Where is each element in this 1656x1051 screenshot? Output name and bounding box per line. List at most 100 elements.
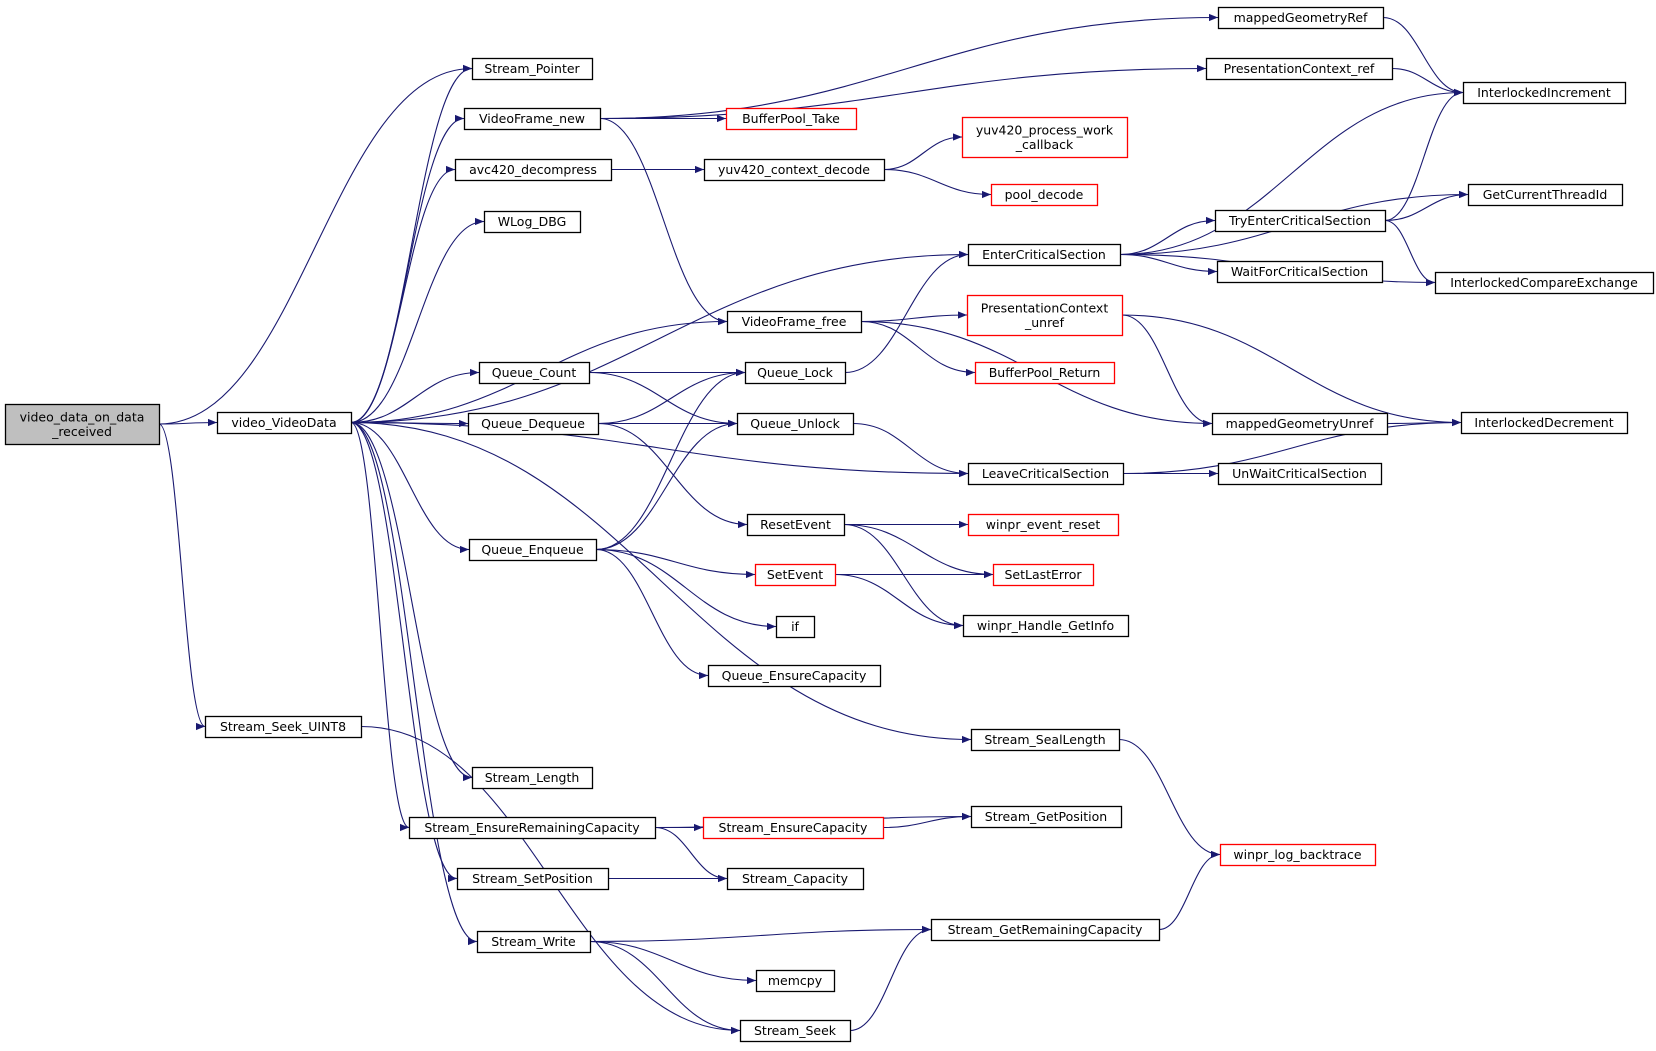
function-node-label: winpr_event_reset <box>986 517 1101 532</box>
function-node-label: Queue_Lock <box>757 365 834 380</box>
function-node-yuvwork[interactable]: yuv420_process_work_callback <box>961 116 1129 159</box>
function-node-mgunref[interactable]: mappedGeometryUnref <box>1211 412 1389 436</box>
function-node-ssealen[interactable]: Stream_SealLength <box>970 728 1121 752</box>
function-node-scap[interactable]: Stream_Capacity <box>726 867 865 891</box>
function-node-box <box>1216 260 1384 284</box>
function-node-label: Queue_Count <box>492 365 577 380</box>
function-node-label: video_data_on_data <box>20 409 145 424</box>
call-edge <box>1384 190 1469 222</box>
call-edge <box>1386 418 1462 427</box>
function-node-sptr[interactable]: Stream_Pointer <box>471 57 594 81</box>
function-node-vvd[interactable]: video_VideoData <box>216 411 353 435</box>
function-node-pooldec[interactable]: pool_decode <box>990 183 1099 207</box>
function-node-box <box>467 412 600 436</box>
call-edge <box>860 311 968 323</box>
function-node-box <box>744 361 847 385</box>
function-node-box <box>707 664 882 688</box>
function-node-leavecs[interactable]: LeaveCriticalSection <box>967 462 1125 486</box>
call-edge <box>597 422 748 529</box>
function-node-label: Stream_Length <box>485 770 580 785</box>
call-edge-path <box>599 64 1207 120</box>
function-node-vfnew[interactable]: VideoFrame_new <box>463 107 602 131</box>
call-edge-path <box>1119 216 1216 256</box>
function-node-setlasterr[interactable]: SetLastError <box>992 563 1095 587</box>
call-edge <box>843 523 994 579</box>
function-node-setev[interactable]: SetEvent <box>754 563 837 587</box>
function-node-memcpy[interactable]: memcpy <box>755 969 836 993</box>
function-node-sgetrem[interactable]: Stream_GetRemainingCapacity <box>930 918 1161 942</box>
call-edge <box>158 423 206 730</box>
call-edge <box>882 812 972 829</box>
function-node-intdec[interactable]: InterlockedDecrement <box>1460 411 1629 435</box>
function-node-sgetpos[interactable]: Stream_GetPosition <box>970 805 1123 829</box>
function-node-box <box>755 969 836 993</box>
call-edge <box>1119 88 1464 256</box>
function-node-qdeq[interactable]: Queue_Dequeue <box>467 412 600 436</box>
function-node-box <box>970 728 1121 752</box>
function-node-box <box>1217 6 1385 30</box>
call-edge <box>860 320 976 377</box>
function-node-bpret[interactable]: BufferPool_Return <box>974 361 1116 385</box>
function-node-entercs[interactable]: EnterCriticalSection <box>967 243 1122 267</box>
call-edge <box>158 418 218 427</box>
function-node-wlog[interactable]: WLog_DBG <box>483 210 582 234</box>
function-node-evreset[interactable]: winpr_event_reset <box>967 513 1120 537</box>
call-edge-path <box>1122 418 1462 475</box>
function-node-seek8[interactable]: Stream_Seek_UINT8 <box>204 715 363 739</box>
call-edge <box>595 548 756 579</box>
function-node-sseek[interactable]: Stream_Seek <box>739 1019 852 1043</box>
function-node-mgref[interactable]: mappedGeometryRef <box>1217 6 1385 30</box>
function-node-unwaitcs[interactable]: UnWaitCriticalSection <box>1217 462 1383 486</box>
function-node-label: Queue_Dequeue <box>481 416 585 431</box>
call-edge-path <box>844 250 969 374</box>
function-node-bptake[interactable]: BufferPool_Take <box>725 107 858 131</box>
function-node-intinc[interactable]: InterlockedIncrement <box>1462 81 1627 105</box>
call-edge-path <box>350 421 410 831</box>
function-node-box <box>966 294 1124 337</box>
function-node-logbt[interactable]: winpr_log_backtrace <box>1219 843 1377 867</box>
call-edge-path <box>589 940 741 1035</box>
function-node-intcmpx[interactable]: InterlockedCompareExchange <box>1434 271 1655 295</box>
function-node-box <box>736 412 855 436</box>
function-node-waitcs[interactable]: WaitForCriticalSection <box>1216 260 1384 284</box>
function-node-hgetinfo[interactable]: winpr_Handle_GetInfo <box>962 614 1130 638</box>
function-node-label: mappedGeometryRef <box>1234 10 1368 25</box>
function-node-box <box>408 816 657 840</box>
function-node-label: SetLastError <box>1004 567 1082 582</box>
function-node-pcref[interactable]: PresentationContext_ref <box>1205 57 1394 81</box>
call-edge-path <box>599 117 728 326</box>
function-node-qunlock[interactable]: Queue_Unlock <box>736 412 855 436</box>
function-node-swrite[interactable]: Stream_Write <box>476 930 592 954</box>
function-node-resetev[interactable]: ResetEvent <box>746 513 846 537</box>
function-node-box <box>725 107 858 131</box>
call-edge-path <box>1118 738 1221 859</box>
function-node-box <box>967 513 1120 537</box>
function-node-serc[interactable]: Stream_EnsureRemainingCapacity <box>408 816 657 840</box>
function-node-avc[interactable]: avc420_decompress <box>454 158 613 182</box>
function-node-pcunref[interactable]: PresentationContext_unref <box>966 294 1124 337</box>
function-node-vffree[interactable]: VideoFrame_free <box>726 310 863 334</box>
function-node-label: winpr_log_backtrace <box>1233 847 1362 862</box>
call-edge-path <box>595 368 746 551</box>
function-node-label: EnterCriticalSection <box>982 247 1106 262</box>
function-node-ssetpos[interactable]: Stream_SetPosition <box>456 867 610 891</box>
function-node-getthread[interactable]: GetCurrentThreadId <box>1467 183 1624 207</box>
function-node-box <box>1462 81 1627 105</box>
function-node-box <box>471 766 594 790</box>
function-node-qlock[interactable]: Queue_Lock <box>744 361 847 385</box>
function-node-qcount[interactable]: Queue_Count <box>478 361 591 385</box>
call-edge-path <box>849 925 932 1032</box>
call-edge-path <box>882 812 972 829</box>
call-edge-path <box>860 320 976 377</box>
function-node-label: VideoFrame_new <box>479 111 585 126</box>
function-node-qenq[interactable]: Queue_Enqueue <box>468 538 598 562</box>
call-edge-path <box>883 133 963 171</box>
function-node-label: BufferPool_Return <box>989 365 1101 380</box>
function-node-root[interactable]: video_data_on_data_received <box>4 403 161 446</box>
function-node-trycs[interactable]: TryEnterCriticalSection <box>1214 209 1387 233</box>
function-node-sencap[interactable]: Stream_EnsureCapacity <box>702 816 885 840</box>
function-node-qensure[interactable]: Queue_EnsureCapacity <box>707 664 882 688</box>
function-node-yuvdec[interactable]: yuv420_context_decode <box>703 158 886 182</box>
function-node-if[interactable]: if <box>775 615 816 639</box>
function-node-slen[interactable]: Stream_Length <box>471 766 594 790</box>
